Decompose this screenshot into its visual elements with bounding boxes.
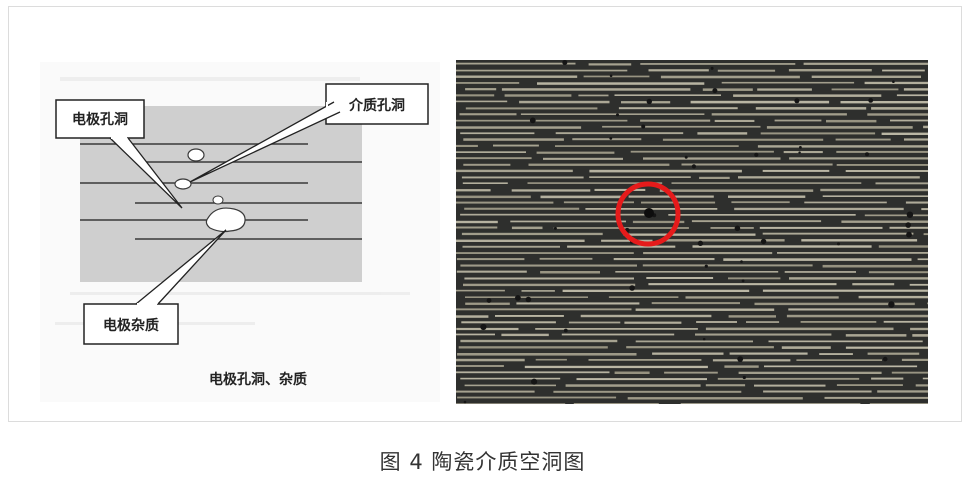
highlight-ring <box>615 181 681 247</box>
callout-electrode-void: 电极孔洞 <box>55 99 183 209</box>
callout-dielectric-void: 介质孔洞 <box>189 83 429 183</box>
impurity-shape <box>205 207 246 233</box>
callout-dielectric-void-label: 介质孔洞 <box>348 97 405 114</box>
void-ellipse-mid <box>174 178 192 190</box>
figure-caption: 图 4 陶瓷介质空洞图 <box>379 450 586 474</box>
callout-electrode-void-label: 电极孔洞 <box>72 111 128 128</box>
pore-specks <box>463 60 914 404</box>
void-ellipse-top <box>187 148 205 162</box>
electrode-stripes <box>456 62 928 404</box>
diagram-sub-caption: 电极孔洞、杂质 <box>209 371 307 388</box>
highlighted-void <box>644 208 654 218</box>
callout-electrode-impurity: 电极杂质 <box>83 229 227 345</box>
ceramic-micrograph <box>456 60 928 404</box>
schematic-diagram: 电极孔洞 介质孔洞 电极杂质 电极孔洞、杂质 <box>40 62 440 402</box>
micrograph-layers <box>456 60 928 404</box>
callout-electrode-impurity-label: 电极杂质 <box>103 317 159 334</box>
